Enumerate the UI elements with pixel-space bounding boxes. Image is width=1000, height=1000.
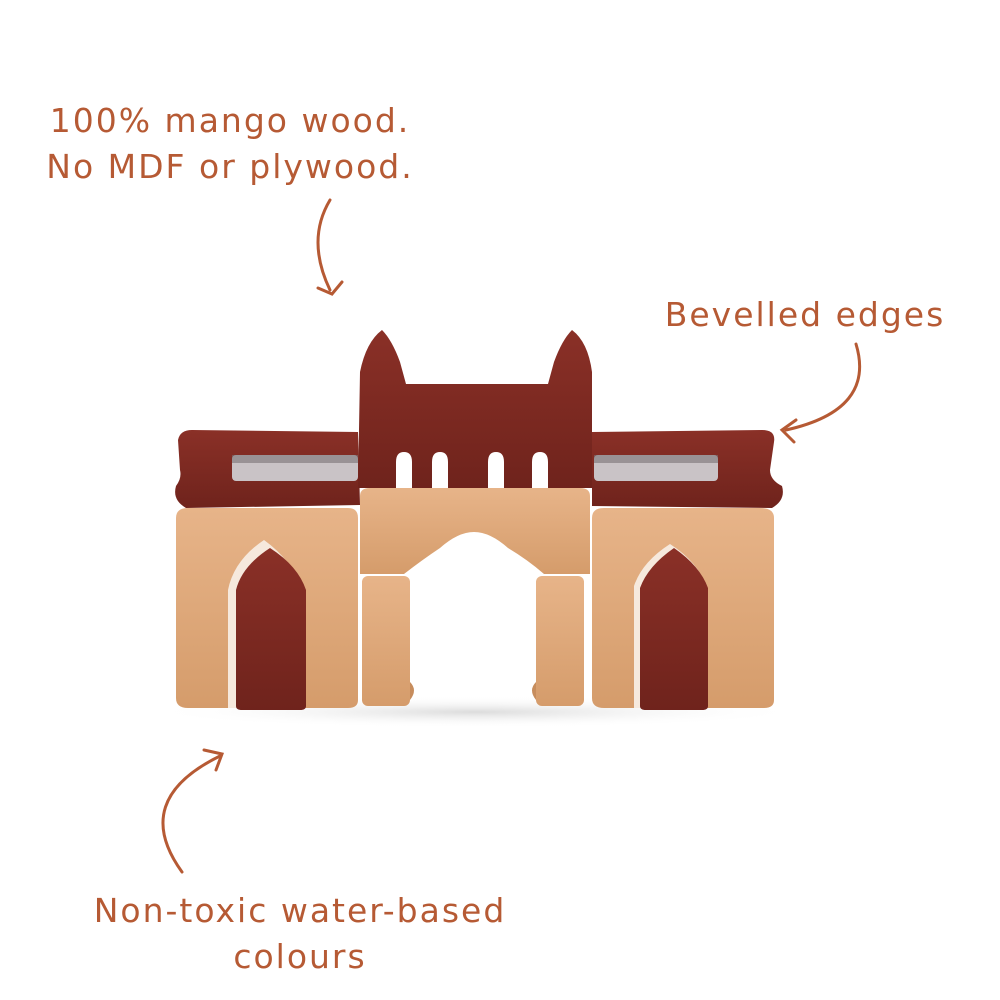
arrow-to-bevelled-edge xyxy=(784,342,862,432)
callout-mango-wood-line1: 100% mango wood. xyxy=(49,101,411,140)
center-crown-block xyxy=(358,330,592,490)
callout-mango-wood-line2: No MDF or plywood. xyxy=(46,147,414,186)
left-parapet-block xyxy=(175,430,360,508)
callout-colours: Non-toxic water-based colours xyxy=(40,888,560,980)
right-parapet-block xyxy=(592,430,783,508)
callout-colours-line1: Non-toxic water-based xyxy=(93,891,507,930)
callout-bevelled-edges: Bevelled edges xyxy=(640,292,970,338)
arrow-to-colours-head xyxy=(202,748,225,772)
right-door-block xyxy=(640,548,708,710)
arrow-to-colours xyxy=(161,754,222,874)
callout-colours-line2: colours xyxy=(233,937,367,976)
arrow-to-bevelled-edge-head xyxy=(779,418,798,444)
arrow-to-blocks-top xyxy=(316,198,332,292)
center-arch-block xyxy=(360,488,590,574)
left-pillar-block xyxy=(362,576,410,706)
callout-bevelled-edges-line1: Bevelled edges xyxy=(664,295,946,334)
arrow-to-blocks-top-head xyxy=(316,280,344,296)
right-pillar-block xyxy=(536,576,584,706)
left-door-block xyxy=(236,548,306,710)
callout-mango-wood: 100% mango wood. No MDF or plywood. xyxy=(20,98,440,190)
